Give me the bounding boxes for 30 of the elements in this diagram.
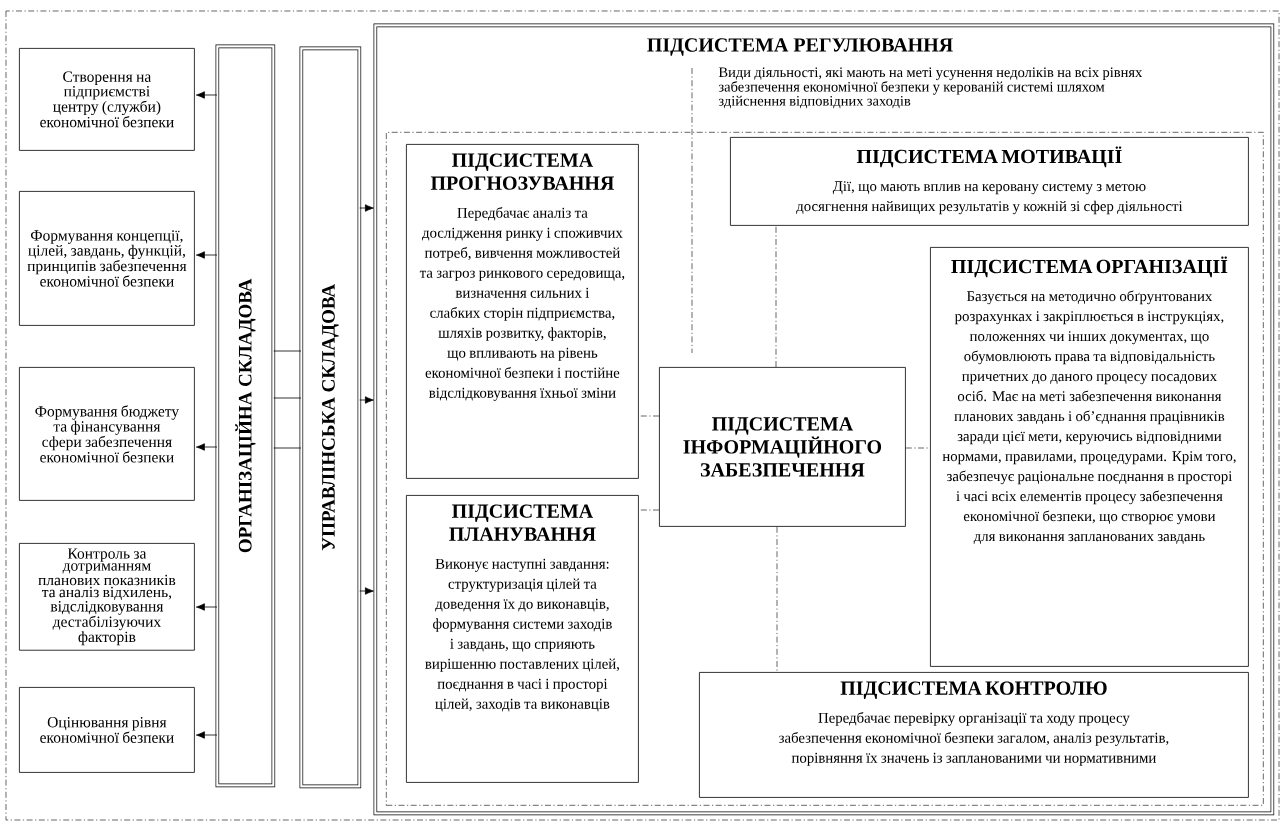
- subsystem-box: ПІДСИСТЕМА ПЛАНУВАННЯ Виконує наступні завдання: структуризація цілей та доведення їх до виконавців, формування системи заходів і завдань, що сприяють вирішенню поставлених цілей, поєднання в часі і просторі цілей, заходів та виконавців: [406, 495, 639, 783]
- subsystem-box: ПІДСИСТЕМА КОНТРОЛЮ Передбачає перевірку організації та ходу процесу забезпечення економічної безпеки загалом, аналіз результатів, порівняння їх значень із запланованими чи нормативними: [699, 672, 1249, 798]
- dashed-connector: [776, 526, 778, 673]
- arrow: [195, 91, 218, 99]
- connector-line: [273, 447, 302, 449]
- dashed-connector: [638, 415, 660, 417]
- component-bar: ОРГАНІЗАЦІЙНА СКЛАДОВА: [215, 44, 276, 788]
- arrow: [195, 251, 218, 259]
- dashed-connector: [638, 509, 660, 511]
- component-bar: УПРАВЛІНСЬКА СКЛАДОВА: [299, 46, 362, 789]
- arrow: [195, 603, 218, 611]
- subsystem-box: ПІДСИСТЕМА ПРОГНОЗУВАННЯ Передбачає аналіз та дослідження ринку і споживчих потреб, вивчення можливостей та загроз ринкового середовища, визначення сильних і слабких сторін підприємства, шляхів розвитку, факторів, що впливають на рівень економічної безпеки і постійне відслідковування їхньої зміни: [406, 144, 639, 479]
- arrow: [359, 396, 374, 404]
- subsystem-box: ПІДСИСТЕМА ОРГАНІЗАЦІЇ Базується на методично обґрунтованих розрахунках і закріплюється в інструкціях, положеннях чи інших документах, що обумовлюють права та відповідальність причетних до даного процесу посадових осіб. Має на меті забезпечення виконання планових завдань і об’єднання працівників заради цієї мети, керуючись відповідними нормами, правилами, процедурами. Крім того, забезпечує раціональне поєднання в просторі і часі всіх елементів процесу забезпечення економічної безпеки, що створює умови для виконання запланованих завдань: [930, 247, 1249, 667]
- subsystem-box: ПІДСИСТЕМА МОТИВАЦІЇ Дії, що мають вплив на керовану систему з метою досягнення найвищих результатів у кожній зі сфер діяльності: [730, 137, 1249, 226]
- function-box: Оцінювання рівня економічної безпеки: [19, 687, 195, 773]
- function-box: Формування бюджету та фінансування сфери забезпечення економічної безпеки: [19, 367, 195, 501]
- dashed-connector: [905, 447, 931, 449]
- subsystem-box: ПІДСИСТЕМА ІНФОРМАЦІЙНОГО ЗАБЕЗПЕЧЕННЯ: [659, 367, 906, 527]
- connector-line: [273, 350, 302, 352]
- function-box: Контроль за дотриманням планових показників та аналіз відхилень, відслідковування дестабілізуючих факторів: [19, 543, 195, 651]
- dashed-frame: [386, 132, 1264, 806]
- connector-line: [273, 397, 302, 399]
- function-box: Формування концепції, цілей, завдань, функцій, принципів забезпечення економічної безпеки: [19, 191, 195, 326]
- function-box: Створення на підприємстві центру (служби) економічної безпеки: [19, 48, 195, 151]
- arrow: [359, 587, 374, 595]
- arrow: [195, 731, 218, 739]
- arrow: [359, 204, 374, 212]
- arrow: [195, 443, 218, 451]
- dashed-connector: [775, 225, 777, 368]
